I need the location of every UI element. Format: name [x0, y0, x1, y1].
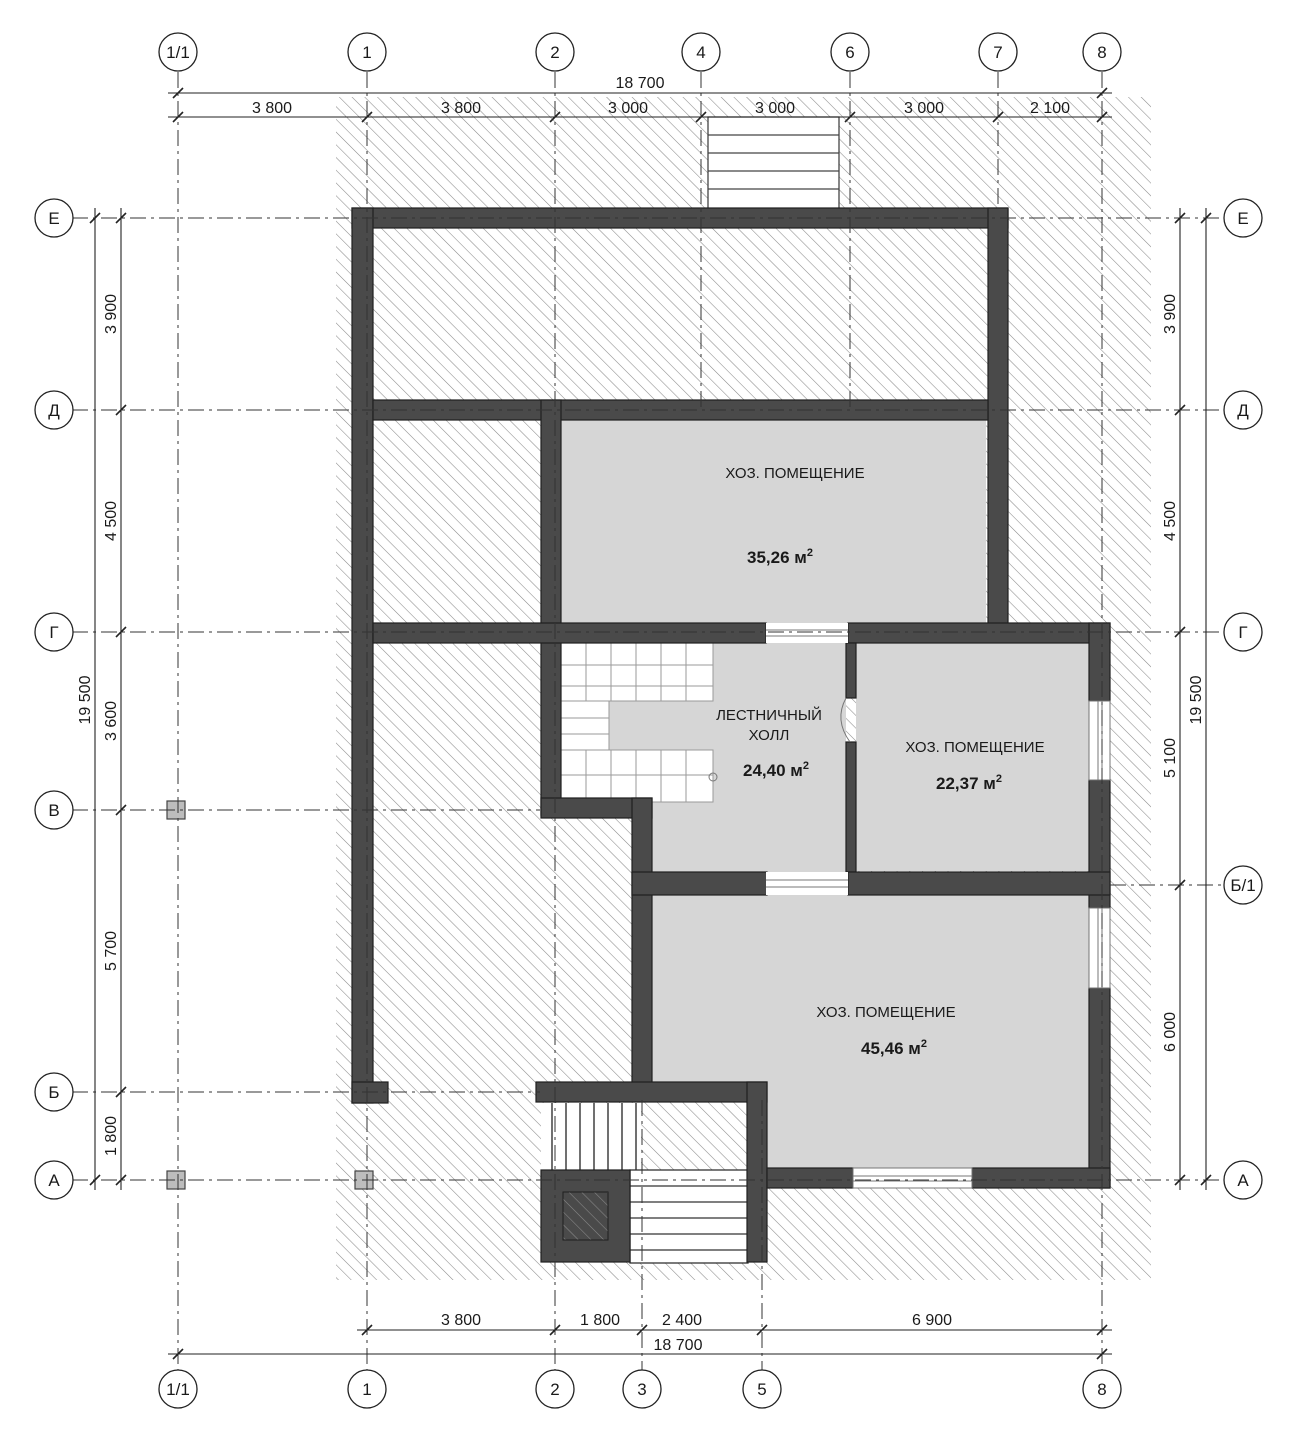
axis-label-top: 1/1	[166, 43, 190, 62]
dimension-ticks	[89, 87, 1212, 1360]
dim-top-seg: 3 800	[441, 100, 481, 117]
dim-bottom-seg: 1 800	[580, 1312, 620, 1329]
dim-top-seg: 3 000	[904, 100, 944, 117]
dim-bottom-seg: 2 400	[662, 1312, 702, 1329]
dim-top-seg: 3 000	[755, 100, 795, 117]
axis-label-bottom: 5	[757, 1380, 766, 1399]
dim-left-seg: 3 600	[103, 701, 120, 741]
axis-label-bottom: 3	[637, 1380, 646, 1399]
dim-left-total: 19 500	[77, 675, 94, 724]
axis-label-bottom: 8	[1097, 1380, 1106, 1399]
room-area: 45,46 м2	[861, 1038, 927, 1058]
room-area: 22,37 м2	[936, 773, 1002, 793]
dim-right-seg: 5 100	[1162, 738, 1179, 778]
dim-right-seg: 3 900	[1162, 294, 1179, 334]
room-fill-storage-right	[856, 643, 1089, 871]
axis-labels: 1/1 1 2 4 6 7 8 1/1 1 2 3 5 8 Е Д Г В Б …	[48, 43, 1255, 1399]
axis-label-right: Е	[1237, 209, 1248, 228]
dim-top-seg: 3 000	[608, 100, 648, 117]
openings	[766, 623, 1111, 1189]
door-swing	[840, 697, 851, 743]
axis-label-left: Д	[48, 401, 60, 420]
axis-label-top: 1	[362, 43, 371, 62]
room-labels: ХОЗ. ПОМЕЩЕНИЕ 35,26 м2 ЛЕСТНИЧНЫЙ ХОЛЛ …	[716, 465, 1045, 1058]
axis-label-left: Е	[48, 209, 59, 228]
room-name: ХОЗ. ПОМЕЩЕНИЕ	[905, 739, 1044, 756]
dimension-texts: 18 700 3 800 3 800 3 000 3 000 3 000 2 1…	[77, 75, 1205, 1354]
axis-label-left: А	[48, 1171, 60, 1190]
axis-label-bottom: 1	[362, 1380, 371, 1399]
external-stair-bottom-left	[541, 1103, 641, 1170]
axis-label-left: В	[48, 801, 59, 820]
axis-label-top: 6	[845, 43, 854, 62]
axis-label-right: А	[1237, 1171, 1249, 1190]
dim-top-seg: 3 800	[252, 100, 292, 117]
axis-label-right: Г	[1238, 623, 1247, 642]
dim-bottom-seg: 3 800	[441, 1312, 481, 1329]
room-area: 24,40 м2	[743, 760, 809, 780]
dim-left-seg: 1 800	[103, 1116, 120, 1156]
wall-inner-void	[562, 1191, 609, 1241]
axis-label-right: Б/1	[1230, 876, 1255, 895]
room-name: ХОЗ. ПОМЕЩЕНИЕ	[816, 1004, 955, 1021]
room-fill-storage-top	[561, 420, 986, 623]
dim-left-seg: 4 500	[103, 501, 120, 541]
axis-label-bottom: 1/1	[166, 1380, 190, 1399]
dim-right-total: 19 500	[1188, 675, 1205, 724]
dim-right-seg: 4 500	[1162, 501, 1179, 541]
dimension-lines	[94, 92, 1207, 1355]
dim-left-seg: 3 900	[103, 294, 120, 334]
internal-stair	[560, 642, 714, 803]
dim-right-seg: 6 000	[1162, 1012, 1179, 1052]
external-stair-top	[707, 116, 840, 210]
axis-label-top: 4	[696, 43, 705, 62]
room-fill-storage-bottom	[652, 895, 1089, 1168]
dim-top-total: 18 700	[616, 75, 665, 92]
stair-handrail-end	[708, 772, 718, 782]
room-name: ХОЗ. ПОМЕЩЕНИЕ	[725, 465, 864, 482]
room-name: ХОЛЛ	[749, 727, 790, 744]
axis-label-bottom: 2	[550, 1380, 559, 1399]
axis-label-top: 2	[550, 43, 559, 62]
room-area: 35,26 м2	[747, 547, 813, 567]
axis-lines	[72, 72, 1222, 1370]
dim-top-seg: 2 100	[1030, 100, 1070, 117]
axis-label-right: Д	[1237, 401, 1249, 420]
dim-bottom-seg: 6 900	[912, 1312, 952, 1329]
external-stair-bottom-right	[629, 1169, 749, 1264]
dim-left-seg: 5 700	[103, 931, 120, 971]
axis-label-top: 8	[1097, 43, 1106, 62]
axis-bubbles	[34, 32, 1263, 1409]
dim-bottom-total: 18 700	[654, 1337, 703, 1354]
axis-label-left: Б	[48, 1083, 59, 1102]
axis-label-left: Г	[49, 623, 58, 642]
room-name: ЛЕСТНИЧНЫЙ	[716, 706, 822, 724]
axis-label-top: 7	[993, 43, 1002, 62]
